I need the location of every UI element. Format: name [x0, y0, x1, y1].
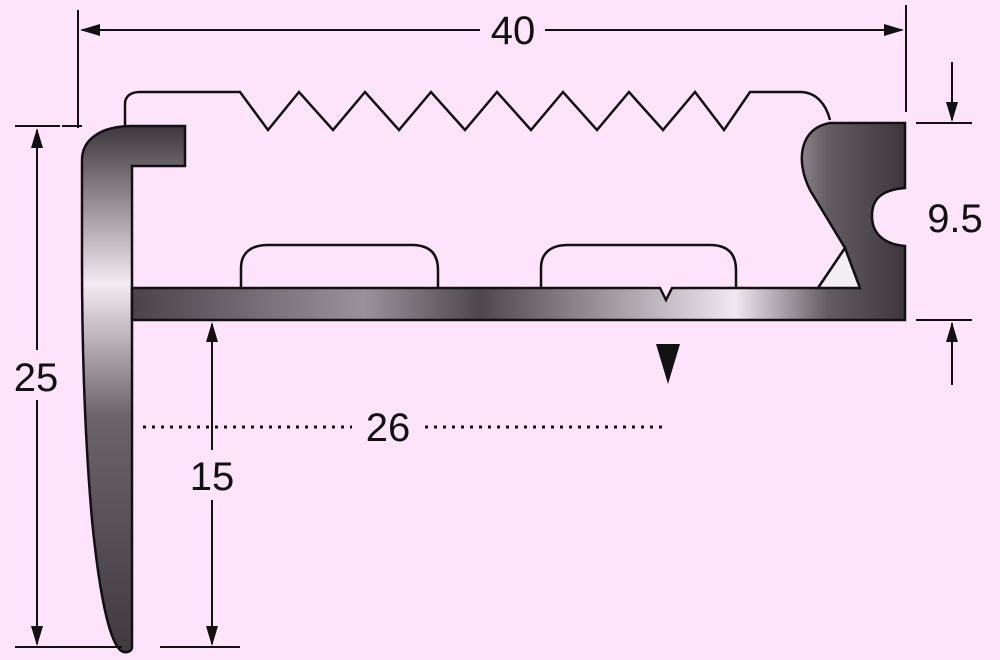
dimension-nose-height — [160, 322, 240, 648]
dimension-label-nose-height: 15 — [190, 455, 235, 499]
dimension-insert-height — [916, 62, 972, 385]
marker-triangle-icon — [656, 344, 680, 384]
insert-foot-left — [239, 243, 440, 288]
insert-feet — [239, 243, 738, 288]
dimension-label-insert-height: 9.5 — [927, 197, 983, 241]
dimension-overall-width — [62, 5, 907, 128]
fillet — [815, 245, 862, 290]
dimension-label-overall-height: 25 — [14, 356, 59, 400]
tread-plate — [130, 121, 907, 322]
dimension-label-tread-depth: 26 — [366, 406, 411, 450]
profile-body — [80, 121, 907, 654]
rubber-insert-outline — [123, 90, 832, 133]
nose-leg — [80, 124, 187, 654]
dimension-label-overall-width: 40 — [491, 9, 536, 53]
insert-foot-right — [539, 243, 738, 288]
dimension-overall-height — [15, 125, 122, 648]
